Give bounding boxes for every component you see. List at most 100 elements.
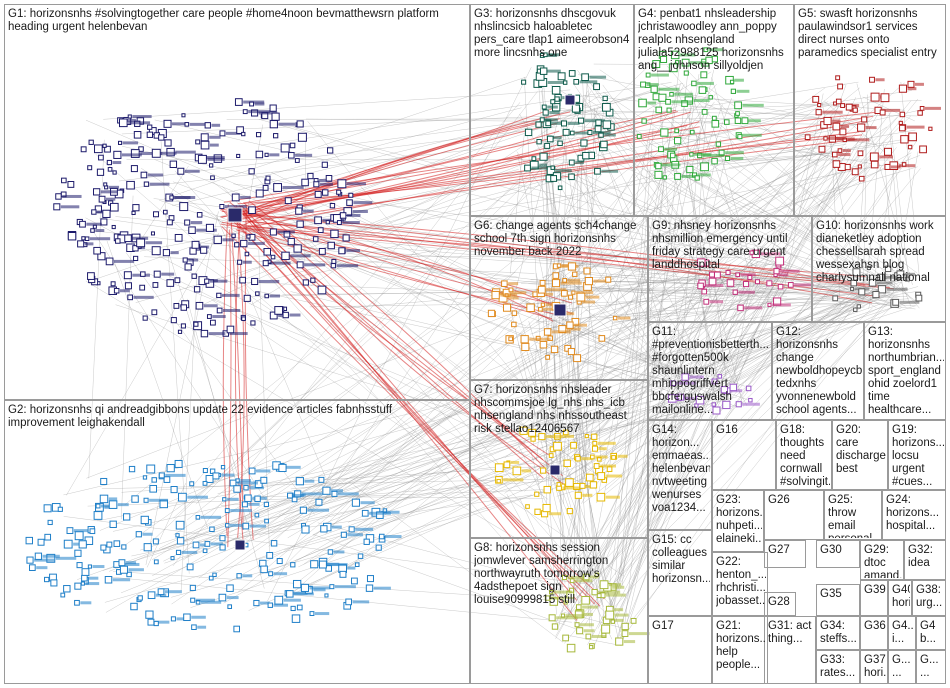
edge	[553, 264, 731, 627]
node-g1	[177, 329, 183, 334]
edge	[112, 436, 533, 532]
node-g6	[573, 354, 582, 363]
node-label-mark	[147, 173, 164, 177]
node-g1	[348, 192, 354, 198]
node-label-mark	[882, 108, 901, 112]
group-box-g3	[470, 4, 634, 216]
edge	[663, 175, 877, 309]
edge	[577, 166, 581, 608]
node-g5	[845, 103, 853, 111]
edge	[592, 139, 881, 305]
edge	[187, 149, 654, 521]
node-label-mark	[121, 153, 142, 157]
node-label-mark	[562, 486, 580, 490]
node-g1	[296, 220, 304, 228]
node-g1	[200, 140, 210, 150]
node-label-mark	[60, 205, 80, 209]
node-g10	[892, 298, 900, 306]
edge	[264, 206, 549, 446]
edge	[167, 281, 864, 548]
node-g2	[175, 549, 182, 556]
node-label-mark	[906, 125, 925, 129]
node-g6	[566, 321, 574, 329]
node-g6	[545, 354, 551, 360]
node-g4	[703, 47, 709, 53]
node-label-mark	[200, 515, 222, 519]
node-g11	[694, 403, 699, 408]
node-g8	[548, 614, 556, 622]
node-label-mark	[346, 182, 366, 186]
node-label-mark	[229, 332, 248, 336]
node-label-mark	[34, 558, 55, 562]
node-g2	[263, 501, 270, 508]
node-g1	[329, 202, 336, 209]
edge	[621, 160, 667, 586]
edge	[171, 489, 554, 598]
node-label-mark	[175, 150, 196, 154]
node-label-mark	[904, 272, 916, 276]
node-g1	[326, 147, 334, 154]
edge	[620, 289, 866, 642]
node-g1	[177, 167, 185, 175]
highlight-edge	[239, 210, 578, 621]
highlight-edge	[234, 213, 244, 541]
node-g1	[162, 209, 168, 215]
node-g2	[324, 593, 329, 598]
edge	[545, 288, 779, 330]
node-g1	[107, 167, 113, 172]
node-g2	[183, 613, 191, 622]
node-g11	[711, 402, 716, 407]
node-g1	[318, 247, 326, 255]
node-label-mark	[112, 161, 122, 165]
node-label-mark	[319, 182, 333, 186]
node-g1	[153, 270, 161, 278]
node-g1	[153, 211, 159, 218]
hub-node	[549, 464, 561, 476]
node-g3	[524, 128, 533, 137]
node-label-mark	[170, 251, 179, 255]
node-label-mark	[187, 495, 208, 499]
node-g4	[724, 155, 731, 162]
group-box-g28	[764, 592, 796, 616]
node-g4	[689, 129, 695, 135]
edge	[562, 393, 696, 480]
edge	[601, 277, 733, 587]
node-g7	[597, 472, 606, 480]
edge	[524, 117, 898, 492]
node-g1	[133, 131, 142, 139]
node-g9	[775, 256, 785, 266]
edge	[96, 392, 733, 522]
node-g2	[109, 520, 117, 528]
node-label-mark	[610, 618, 624, 622]
node-g3	[571, 104, 580, 113]
edge	[235, 154, 567, 284]
node-label-mark	[681, 174, 696, 178]
node-label-mark	[142, 532, 153, 536]
node-g11	[695, 395, 705, 405]
node-label-mark	[135, 246, 145, 250]
edge	[569, 168, 691, 404]
edge	[586, 75, 597, 154]
node-label-mark	[212, 315, 226, 319]
node-label-mark	[697, 81, 714, 85]
node-g1	[91, 209, 97, 215]
node-label-mark	[575, 291, 594, 295]
edge	[559, 87, 826, 280]
node-g5	[815, 109, 822, 116]
group-box-g39	[860, 580, 888, 616]
node-g1	[296, 120, 304, 128]
edge	[892, 151, 919, 293]
edge	[290, 462, 533, 490]
node-g3	[573, 78, 580, 85]
node-g1	[127, 114, 132, 119]
node-g11	[748, 397, 753, 403]
node-g4	[655, 162, 662, 170]
node-g1	[338, 247, 346, 255]
node-label-mark	[295, 153, 313, 157]
node-g1	[150, 231, 155, 236]
group-box-g1	[4, 4, 470, 400]
node-g5	[832, 160, 841, 168]
edge	[735, 274, 873, 397]
node-g1	[241, 316, 246, 321]
node-g3	[521, 79, 527, 85]
